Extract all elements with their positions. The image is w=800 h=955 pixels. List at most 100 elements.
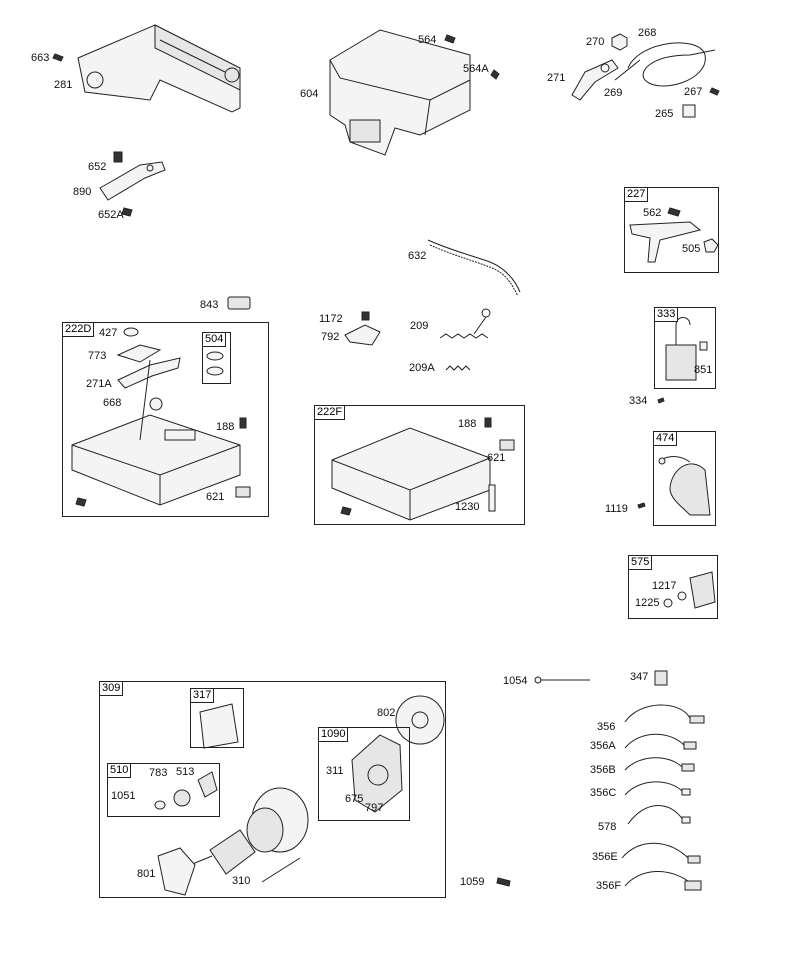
label-564: 564 [418, 34, 437, 46]
base-222D [71, 344, 251, 507]
label-271A: 271A [86, 378, 112, 390]
box-222F: 222F [314, 405, 525, 525]
box-1090: 1090 [318, 727, 410, 821]
throttle-link-890 [99, 161, 166, 201]
clip-792 [344, 324, 381, 346]
box-tag-222F: 222F [315, 406, 346, 420]
label-783: 783 [149, 767, 168, 779]
wire-harness-set [621, 704, 705, 891]
screw-652 [113, 151, 123, 163]
box-tag-474: 474 [654, 432, 678, 446]
label-604: 604 [300, 88, 319, 100]
label-652: 652 [88, 161, 107, 173]
box-504: 504 [202, 332, 231, 384]
spring-632 [427, 239, 521, 297]
label-1054: 1054 [503, 675, 528, 687]
label-269: 269 [604, 87, 623, 99]
box-tag-309: 309 [100, 682, 124, 696]
label-562: 562 [643, 207, 662, 219]
box-tag-1090: 1090 [319, 728, 349, 742]
label-209A: 209A [409, 362, 435, 374]
label-334: 334 [629, 395, 648, 407]
screw-1059 [496, 877, 511, 887]
kill-switch-575 [663, 571, 716, 609]
label-265: 265 [655, 108, 674, 120]
label-663: 663 [31, 52, 50, 64]
bracket-227 [629, 207, 719, 263]
spring-209A [445, 365, 471, 371]
label-505: 505 [682, 243, 701, 255]
box-tag-575: 575 [629, 556, 653, 570]
box-510: 510 [107, 763, 220, 817]
starter-309 [154, 695, 445, 896]
label-851: 851 [694, 364, 713, 376]
label-356C: 356C [590, 787, 617, 799]
screw-564 [444, 34, 456, 44]
governor-lever-271 [571, 59, 619, 101]
pad-843 [227, 296, 251, 310]
box-tag-222D: 222D [63, 323, 95, 337]
label-773: 773 [88, 350, 107, 362]
label-621a: 621 [206, 491, 225, 503]
label-427: 427 [99, 327, 118, 339]
box-tag-333: 333 [655, 308, 679, 322]
label-281: 281 [54, 79, 73, 91]
box-309: 309 [99, 681, 446, 898]
control-cable-268 [614, 42, 716, 87]
label-797: 797 [365, 802, 384, 814]
screw-564A [490, 69, 500, 80]
box-tag-504: 504 [203, 333, 227, 347]
washer-set-504 [206, 351, 224, 376]
connector-347 [654, 670, 668, 686]
label-1051: 1051 [111, 790, 136, 802]
label-1230: 1230 [455, 501, 480, 513]
label-668: 668 [103, 397, 122, 409]
box-tag-510: 510 [108, 764, 132, 778]
label-652A: 652A [98, 209, 124, 221]
nut-270 [611, 33, 628, 51]
box-333: 333 [654, 307, 716, 389]
label-621b: 621 [487, 452, 506, 464]
label-802: 802 [377, 707, 396, 719]
label-356B: 356B [590, 764, 616, 776]
label-356: 356 [597, 721, 616, 733]
tie-1054 [534, 676, 590, 684]
label-188b: 188 [458, 418, 477, 430]
label-578: 578 [598, 821, 617, 833]
label-1059: 1059 [460, 876, 485, 888]
label-356A: 356A [590, 740, 616, 752]
label-271: 271 [547, 72, 566, 84]
label-310: 310 [232, 875, 251, 887]
screw-267 [709, 87, 720, 96]
box-tag-227: 227 [625, 188, 649, 202]
box-474: 474 [653, 431, 716, 526]
box-tag-317: 317 [191, 689, 215, 703]
box-227: 227 [624, 187, 719, 273]
label-356F: 356F [596, 880, 622, 892]
label-1225: 1225 [635, 597, 660, 609]
base-222F [331, 417, 515, 521]
label-268: 268 [638, 27, 657, 39]
label-564A: 564A [463, 63, 489, 75]
label-1172: 1172 [319, 313, 343, 325]
cover-604 [329, 29, 471, 156]
label-890: 890 [73, 186, 92, 198]
box-317: 317 [190, 688, 244, 748]
label-1119: 1119 [605, 503, 628, 515]
label-1217: 1217 [652, 580, 677, 592]
clip-265 [682, 104, 696, 118]
box-222D: 222D [62, 322, 269, 517]
label-801: 801 [137, 868, 156, 880]
label-843: 843 [200, 299, 219, 311]
label-188a: 188 [216, 421, 235, 433]
label-792: 792 [321, 331, 340, 343]
box-575: 575 [628, 555, 718, 619]
screw-1172 [361, 311, 370, 321]
label-270: 270 [586, 36, 605, 48]
label-267: 267 [684, 86, 703, 98]
screw-663 [52, 53, 64, 62]
rectifier-333 [657, 317, 708, 404]
screw-652A [121, 207, 133, 217]
label-356E: 356E [592, 851, 618, 863]
